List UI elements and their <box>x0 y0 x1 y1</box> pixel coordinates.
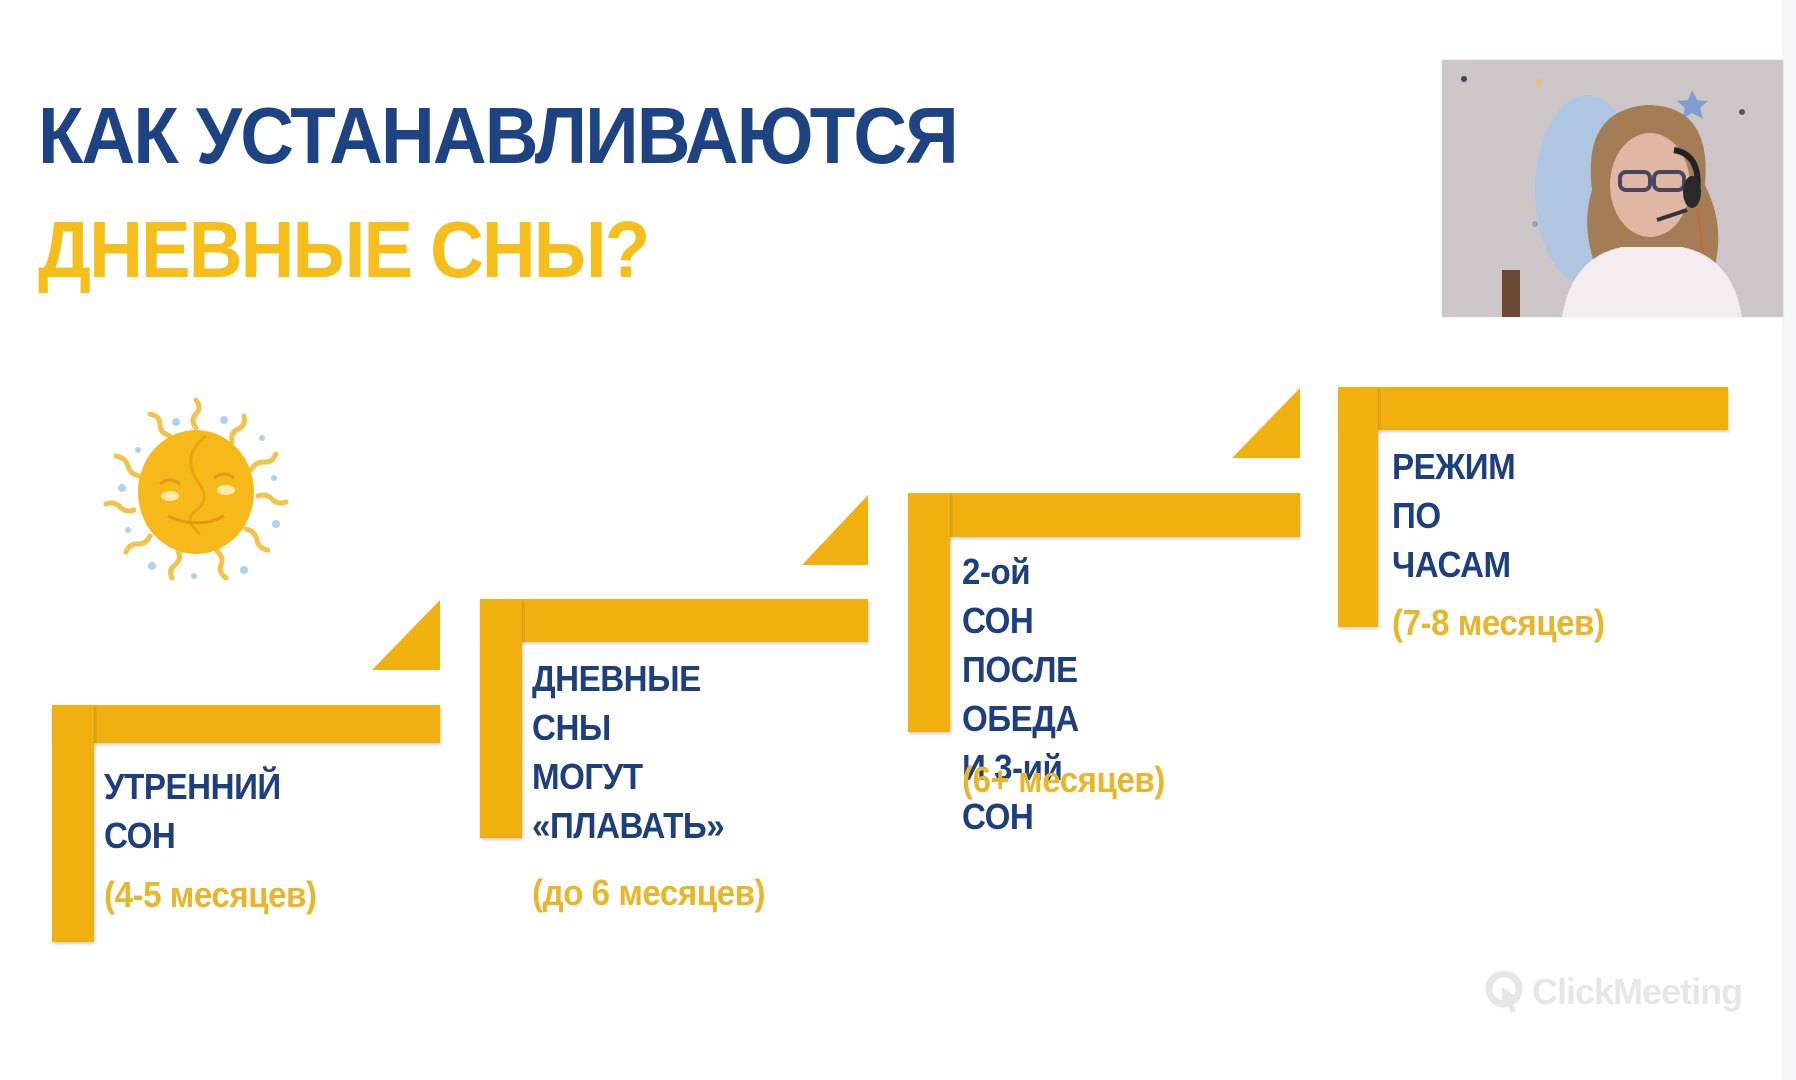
watermark-text: ClickMeeting <box>1532 971 1743 1012</box>
step-arrow-triangle <box>1232 388 1300 458</box>
window-edge <box>1782 0 1796 1080</box>
step-bar-horizontal <box>1338 387 1728 430</box>
step-bar-vertical <box>908 493 950 732</box>
step-months: (до 6 месяцев) <box>532 872 766 913</box>
step-months: (4-5 месяцев) <box>104 874 317 915</box>
step-months: (6+ месяцев) <box>962 759 1165 800</box>
step-bar-horizontal <box>480 599 868 642</box>
step-months: (7-8 месяцев) <box>1392 602 1605 643</box>
step-bar-vertical <box>1338 387 1378 627</box>
clickmeeting-logo-icon <box>1485 970 1523 1013</box>
slide-title-line1: КАК УСТАНАВЛИВАЮТСЯ <box>38 91 959 180</box>
step-label: ДНЕВНЫЕ СНЫ МОГУТ «ПЛАВАТЬ» <box>532 658 725 846</box>
step-bar-horizontal <box>52 705 440 743</box>
sun-icon <box>103 397 289 581</box>
step-bar-vertical <box>480 599 522 838</box>
step-label: 2-ой СОН ПОСЛЕ ОБЕДА И 3-ий СОН <box>962 551 1079 837</box>
step-arrow-triangle <box>372 600 440 670</box>
slide-title-line2: ДНЕВНЫЕ СНЫ? <box>38 205 650 294</box>
presenter-video-frame <box>1442 60 1783 317</box>
step-label: РЕЖИМ ПО ЧАСАМ <box>1392 446 1516 585</box>
clickmeeting-watermark: ClickMeeting <box>1484 968 1743 1016</box>
step-arrow-triangle <box>802 495 868 565</box>
presenter-webcam-video[interactable] <box>1442 60 1783 317</box>
step-bar-vertical <box>52 705 94 942</box>
step-bar-horizontal <box>908 493 1300 537</box>
step-label: УТРЕННИЙ СОН <box>104 766 281 856</box>
